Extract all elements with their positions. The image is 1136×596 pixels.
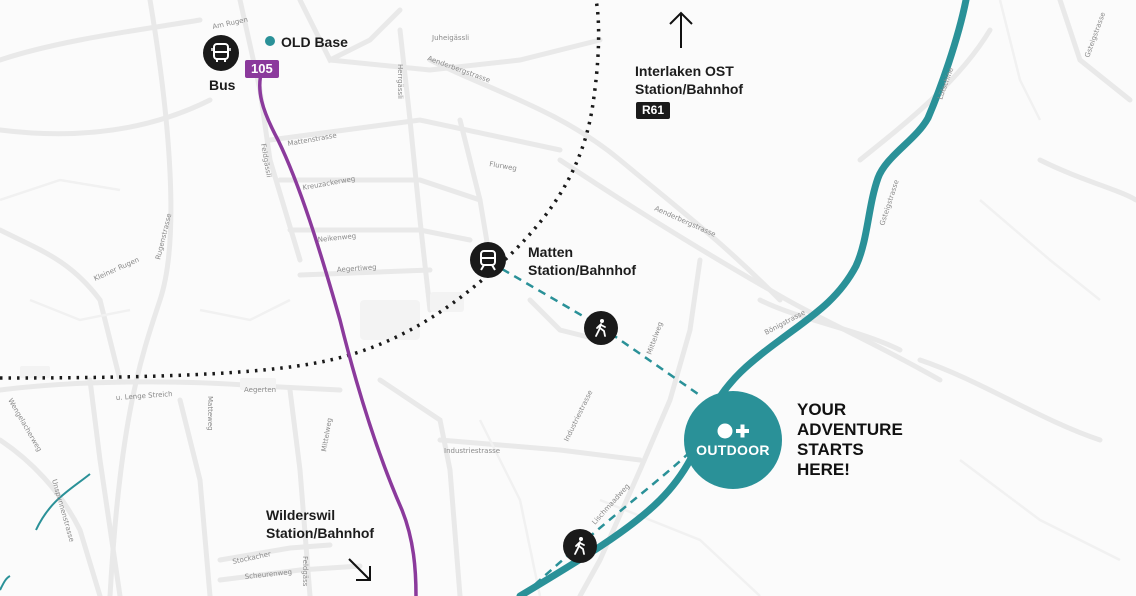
- outdoor-location-marker[interactable]: OUTDOOR: [684, 391, 782, 489]
- street-label: Gsteigstrasse: [878, 179, 900, 227]
- street-label: Herrgässli: [396, 64, 404, 99]
- railway-line: [0, 0, 601, 380]
- street-label: Mittelweg: [320, 417, 334, 452]
- stream: [0, 473, 91, 591]
- bus-label: Bus: [209, 77, 236, 93]
- street-label: Aegerten: [244, 386, 276, 394]
- tagline-line2: ADVENTURE: [797, 420, 903, 439]
- building-blocks: [20, 292, 464, 390]
- tagline-line1: YOUR: [797, 400, 847, 419]
- street-label: Gsteigstrasse: [1083, 11, 1107, 59]
- walk-icon: [595, 319, 606, 337]
- tagline-line3: STARTS: [797, 440, 864, 459]
- walk-marker-upper: [584, 311, 618, 345]
- street-label: Aenderbergstrasse: [653, 205, 717, 239]
- street-label: u. Lenge Streich: [116, 390, 173, 402]
- street-label: Am Rugen: [212, 16, 249, 31]
- tagline: YOUR ADVENTURE STARTS HERE!: [797, 400, 903, 480]
- interlaken-label-line2: Station/Bahnhof: [635, 81, 744, 97]
- matten-label-line1: Matten: [528, 244, 574, 260]
- bus-route-105: [258, 69, 418, 596]
- bus-route-badge: 105: [245, 60, 279, 78]
- street-labels: Am Rugen Juheigässli Aenderbergstrasse H…: [6, 11, 1107, 587]
- old-base-marker[interactable]: [265, 36, 275, 46]
- street-label: Kleiner Rugen: [93, 256, 141, 283]
- walk-marker-lower: [563, 529, 597, 563]
- wilderswil-label-line2: Station/Bahnhof: [266, 525, 375, 541]
- street-label: Scheurenweg: [244, 568, 292, 581]
- street-label: Juheigässli: [431, 34, 469, 42]
- street-label: Industriestrasse: [563, 389, 595, 443]
- train-icon: [480, 250, 496, 271]
- street-label: Aegertiweg: [337, 263, 377, 274]
- interlaken-route-badge: R61: [636, 102, 671, 119]
- street-label: Industriestrasse: [444, 447, 500, 455]
- street-label: Mittelweg: [645, 321, 664, 356]
- street-label: Flurweg: [489, 160, 518, 173]
- outdoor-brand: OUTDOOR: [696, 442, 770, 458]
- arrow-up-icon: [669, 11, 693, 48]
- bus-stop-marker[interactable]: [203, 35, 239, 71]
- old-base-label: OLD Base: [281, 34, 348, 50]
- street-label: Kreuzackerweg: [302, 175, 356, 192]
- walk-icon: [574, 537, 585, 555]
- street-label: Neikenweg: [317, 232, 356, 244]
- wilderswil-label-line1: Wilderswil: [266, 507, 336, 523]
- bus-icon: [211, 43, 231, 62]
- interlaken-label-line1: Interlaken OST: [635, 63, 734, 79]
- street-label: Feldgäss: [301, 556, 309, 587]
- matten-station-marker[interactable]: [470, 242, 506, 278]
- tagline-line4: HERE!: [797, 460, 850, 479]
- matten-label-line2: Station/Bahnhof: [528, 262, 637, 278]
- street-label: Wengelacherweg: [6, 397, 43, 453]
- arrow-down-right-icon: [348, 558, 371, 581]
- street-label: Matteweg: [206, 396, 214, 431]
- outdoor-logo-icon: [716, 422, 750, 440]
- river-lutschine: [516, 0, 970, 596]
